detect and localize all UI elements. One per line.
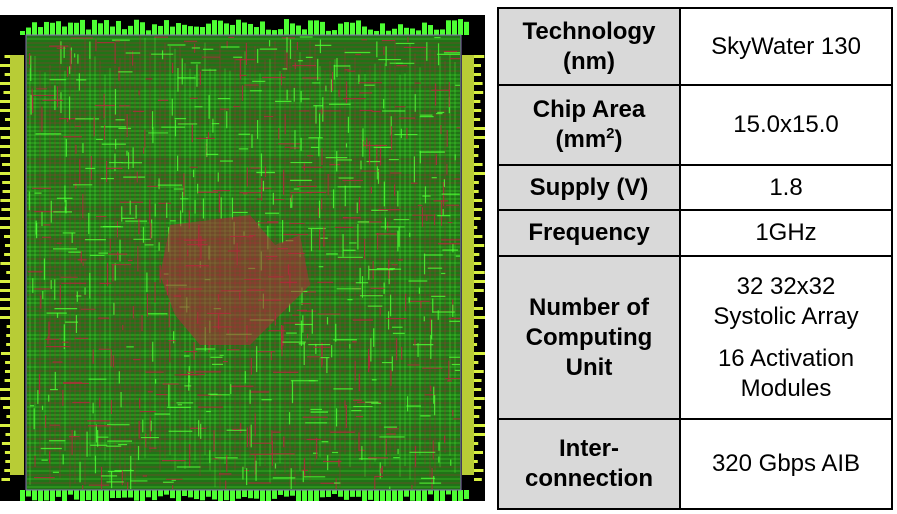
spec-value-supply: 1.8 <box>679 164 893 211</box>
spec-value-line: 1.8 <box>769 173 803 201</box>
spec-value-line: 15.0x15.0 <box>733 111 839 138</box>
spec-row-frequency: Frequency 1GHz <box>497 209 893 257</box>
spec-key-line: Supply (V) <box>529 173 649 201</box>
io-pad-ring <box>0 19 485 501</box>
spec-key-line: Frequency <box>528 219 650 246</box>
spec-value-line: Modules <box>740 374 832 402</box>
spec-value-line: 16 Activation <box>717 344 855 372</box>
spec-value-computing-unit: 32 32x32 Systolic Array 16 Activation Mo… <box>679 255 893 420</box>
chip-layout-image <box>0 15 485 501</box>
spec-key-line: connection <box>524 465 653 492</box>
spec-key-interconnection: Inter- connection <box>497 418 681 510</box>
chip-spec-table: Technology (nm) SkyWater 130 Chip Area (… <box>497 7 893 510</box>
spec-value-chip-area: 15.0x15.0 <box>679 84 893 166</box>
spec-row-chip-area: Chip Area (mm2) 15.0x15.0 <box>497 84 893 166</box>
spec-value-technology: SkyWater 130 <box>679 7 893 86</box>
chip-outline <box>25 34 462 491</box>
spec-key-line: (nm) <box>563 47 615 75</box>
spec-key-chip-area: Chip Area (mm2) <box>497 84 681 166</box>
spec-key-line: Chip Area <box>532 96 646 123</box>
spec-value-interconnection: 320 Gbps AIB <box>679 418 893 510</box>
unit-base: (mm <box>555 126 607 153</box>
spec-key-supply: Supply (V) <box>497 164 681 211</box>
unit-superscript: 2 <box>606 125 615 142</box>
spec-key-line: Number of <box>529 293 649 321</box>
spec-key-unit-line: (mm2) <box>505 125 673 155</box>
spec-key-line: Unit <box>565 353 613 381</box>
spec-value-line: 320 Gbps AIB <box>711 450 861 477</box>
spec-key-frequency: Frequency <box>497 209 681 257</box>
spec-key-computing-unit: Number of Computing Unit <box>497 255 681 420</box>
spec-key-line: Computing <box>525 323 653 351</box>
spec-value-spacer <box>687 332 885 344</box>
spec-value-line: 32 32x32 <box>736 272 836 300</box>
spec-value-frequency: 1GHz <box>679 209 893 257</box>
spec-key-line: Inter- <box>559 435 619 462</box>
spec-value-line: Systolic Array <box>713 302 859 330</box>
spec-key-technology: Technology (nm) <box>497 7 681 86</box>
spec-value-line: SkyWater 130 <box>711 32 861 60</box>
spec-key-line: Technology <box>522 17 656 45</box>
spec-row-interconnection: Inter- connection 320 Gbps AIB <box>497 418 893 510</box>
chip-layout-drawing <box>0 15 485 501</box>
unit-close: ) <box>614 126 623 153</box>
dense-center-region <box>160 215 310 345</box>
spec-row-supply: Supply (V) 1.8 <box>497 164 893 211</box>
spec-row-technology: Technology (nm) SkyWater 130 <box>497 7 893 86</box>
spec-value-line: 1GHz <box>755 219 817 246</box>
spec-row-computing-unit: Number of Computing Unit 32 32x32 Systol… <box>497 255 893 420</box>
